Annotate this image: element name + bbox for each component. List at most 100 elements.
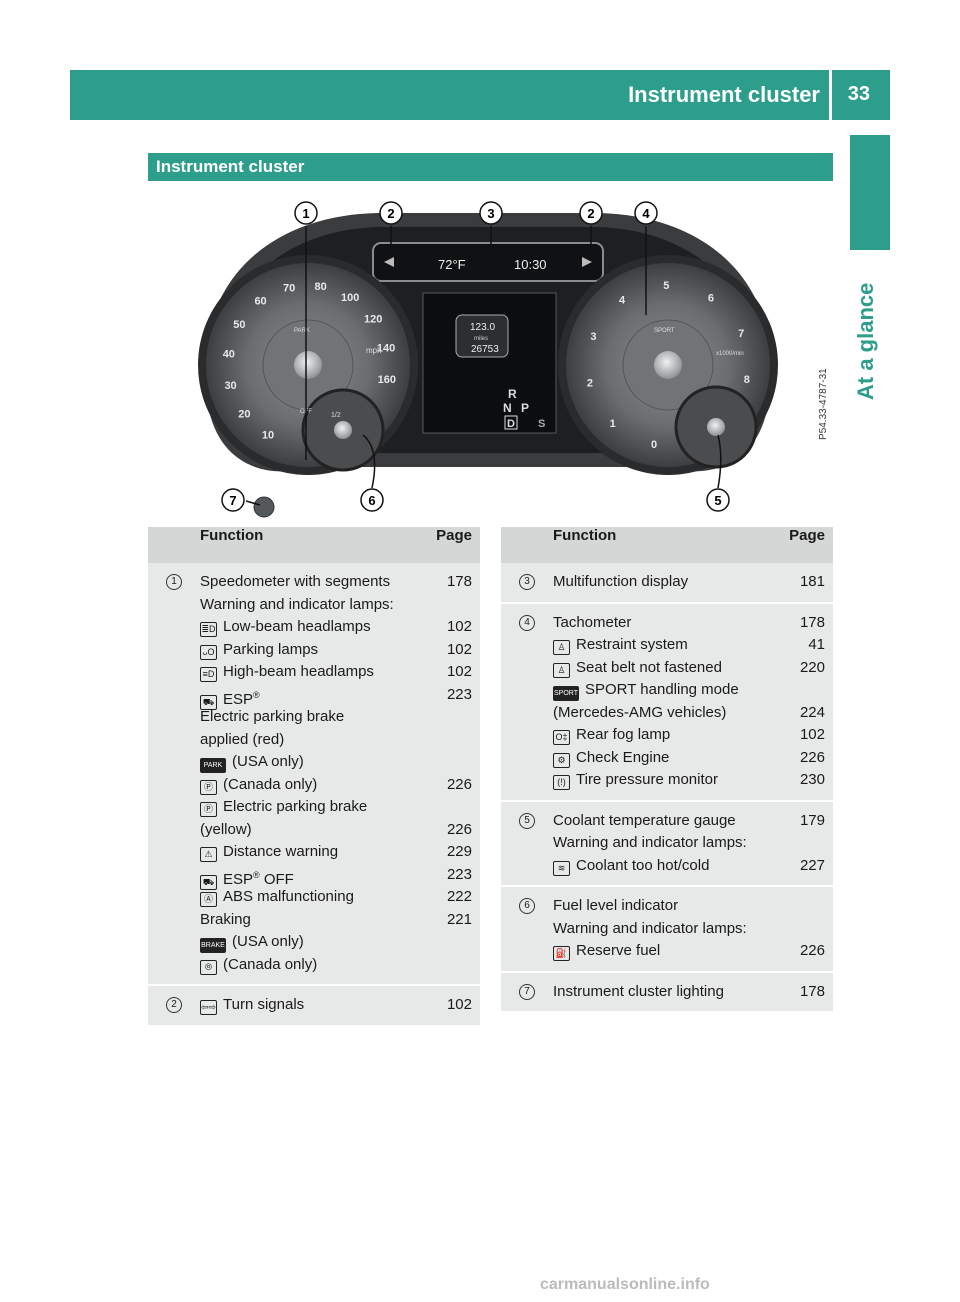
low-beam-icon: ≣D — [200, 622, 217, 637]
page-ref: 226 — [446, 775, 472, 793]
function-item: Tachometer — [553, 613, 632, 631]
brake-circle-icon: ⦾ — [200, 959, 217, 975]
callout-number: 1 — [302, 206, 309, 221]
function-item: Coolant temperature gauge — [553, 811, 736, 829]
page-ref — [404, 954, 472, 977]
function-item: (!)Tire pressure monitor — [553, 769, 757, 792]
dial-label: 160 — [378, 374, 396, 386]
callout-circle — [634, 201, 658, 225]
function-item: Braking — [200, 910, 251, 928]
function-item: PARK(USA only) — [200, 751, 404, 774]
page-ref — [757, 832, 825, 855]
function-item: Instrument cluster lighting — [553, 982, 724, 1000]
seat-belt-icon: ♙ — [553, 662, 570, 678]
function-item: ⇦⇨Turn signals — [200, 996, 305, 1015]
function-item: ♙Restraint system — [553, 634, 757, 657]
page-ref: 102 — [446, 618, 472, 635]
page-ref: 102 — [799, 726, 825, 743]
page-ref: 181 — [799, 573, 825, 590]
page-ref: 229 — [446, 843, 472, 860]
function-item: ⛽Reserve fuel — [553, 940, 757, 963]
page-ref: 220 — [799, 658, 825, 676]
dial-label: 6 — [708, 293, 714, 305]
esp-icon: ⛟ — [200, 694, 217, 710]
callout-circle — [579, 201, 603, 225]
trip-unit: miles — [474, 336, 488, 342]
callout-number: 3 — [487, 206, 494, 221]
tach-unit: x1000/min — [716, 351, 744, 357]
function-item: Speedometer with segments — [200, 573, 391, 590]
display-temp: 72°F — [438, 257, 466, 272]
callout-number: 5 — [714, 493, 721, 508]
callout-circle — [221, 488, 245, 512]
brake-icon: BRAKE — [200, 938, 226, 953]
instrument-cluster-figure: 72°F 10:30 123.0 miles 26753 R N P D S 1… — [198, 201, 778, 518]
p-circle-icon: Ⓟ — [200, 779, 217, 795]
dial-label: 140 — [377, 342, 395, 354]
page-ref: 222 — [446, 888, 472, 905]
dial-label: 5 — [663, 280, 669, 292]
turn-signal-left-icon — [384, 257, 394, 267]
odometer-value: 26753 — [471, 344, 499, 355]
function-item: ⚙Check Engine — [553, 747, 757, 770]
esp-off-icon: ⛟ — [200, 874, 217, 890]
top-display — [372, 242, 604, 282]
dial-label: 60 — [254, 296, 266, 308]
page-ref: 223 — [446, 685, 472, 703]
dial-label: 4 — [619, 294, 626, 306]
callout-circle — [294, 201, 318, 225]
col-num — [148, 527, 200, 563]
turn-signals-icon: ⇦⇨ — [200, 1000, 217, 1015]
function-item: ⛟ESP® — [200, 684, 404, 710]
fuel-half: 1/2 — [331, 412, 341, 419]
dial-label: 1 — [610, 418, 616, 430]
page-ref — [757, 918, 825, 941]
sport-label: SPORT — [654, 328, 675, 334]
odometer-box — [455, 314, 509, 358]
function-item: Warning and indicator lamps: — [553, 834, 747, 851]
page-ref: 102 — [446, 640, 472, 658]
page-ref — [404, 594, 472, 617]
callout-number: 1 — [166, 574, 182, 590]
restraint-icon: ♙ — [553, 640, 570, 655]
park-label: PARK — [294, 328, 310, 334]
callout-number: 5 — [519, 812, 535, 829]
display-time: 10:30 — [514, 257, 547, 272]
header-title: Instrument cluster — [628, 82, 820, 107]
col-num — [501, 527, 553, 563]
dial-label: 2 — [587, 377, 593, 389]
rear-fog-icon: O‡ — [553, 730, 570, 745]
callout-number: 3 — [519, 574, 535, 590]
function-item: ≋Coolant too hot/cold — [553, 855, 757, 878]
col-page: Page — [757, 527, 833, 563]
page-ref: 226 — [799, 748, 825, 766]
callout-number: 4 — [642, 206, 650, 221]
callout-number: 2 — [166, 997, 182, 1013]
function-item: O‡Rear fog lamp — [553, 724, 757, 747]
callout-number: 7 — [229, 493, 236, 508]
side-tab — [850, 135, 890, 250]
page-ref: 221 — [446, 910, 472, 928]
page-ref — [404, 931, 472, 954]
callout-circle — [479, 201, 503, 225]
abs-icon: Ⓐ — [200, 892, 217, 907]
page-ref: 226 — [446, 821, 472, 838]
page-header: Instrument cluster 33 — [70, 70, 890, 120]
page-ref: 41 — [808, 636, 825, 653]
page-ref: 102 — [446, 663, 472, 680]
page-ref: 178 — [799, 613, 825, 631]
callout-circle — [360, 488, 384, 512]
watermark: carmanualsonline.info — [540, 1276, 710, 1293]
side-tab-label: At a glance — [853, 282, 878, 400]
page-ref: 179 — [799, 811, 825, 829]
callout-number: 2 — [387, 206, 394, 221]
